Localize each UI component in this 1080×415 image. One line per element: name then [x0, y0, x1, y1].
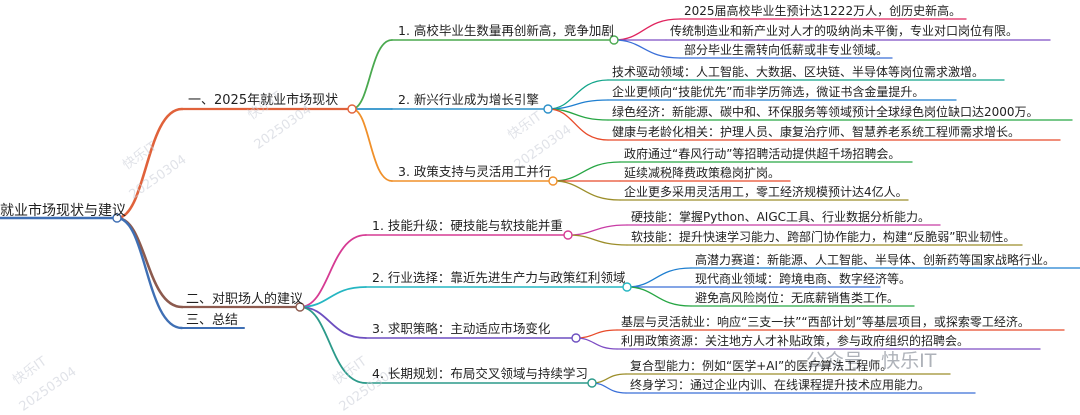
section-connector [115, 107, 184, 220]
section-connector [115, 216, 184, 330]
leaf-node[interactable]: 终身学习：通过企业内训、在线课程提升技术应用能力。 [630, 378, 931, 392]
leaf-connector [567, 234, 628, 246]
branch-connector [299, 306, 367, 339]
leaf-connector [547, 79, 609, 110]
branch-label[interactable]: 2. 行业选择：靠近先进生产力与政策红利领域 [372, 270, 626, 285]
branch-label[interactable]: 4. 长期规划：布局交叉领域与持续学习 [372, 366, 588, 381]
leaf-node[interactable]: 利用政策资源：关注地方人才补贴政策，参与政府组织的招聘会。 [621, 334, 970, 348]
leaf-node[interactable]: 政府通过“春风行动”等招聘活动提供超千场招聘会。 [624, 147, 901, 161]
section-title[interactable]: 一、2025年就业市场现状 [188, 93, 339, 108]
leaf-connector [552, 180, 621, 201]
leaf-node[interactable]: 复合型能力：例如“医学+AI”的医疗算法工程师。 [630, 359, 893, 373]
branch-connector [299, 306, 367, 384]
branch-collapse-handle[interactable] [563, 230, 573, 240]
branch-connector [351, 108, 393, 182]
branch-connector [351, 39, 393, 110]
leaf-connector [613, 39, 681, 59]
branch-connector [299, 286, 367, 308]
branch-collapse-handle[interactable] [548, 176, 558, 186]
leaf-connector [567, 224, 628, 236]
branch-collapse-handle[interactable] [543, 104, 553, 114]
leaf-connector [547, 108, 609, 141]
leaf-connector [575, 329, 618, 339]
mindmap-connectors [0, 18, 1080, 394]
leaf-node[interactable]: 高潜力赛道：新能源、人工智能、半导体、创新药等国家战略行业。 [695, 253, 1056, 267]
branch-collapse-handle[interactable] [587, 378, 597, 388]
leaf-connector [575, 337, 618, 350]
branch-collapse-handle[interactable] [622, 282, 632, 292]
branch-label[interactable]: 3. 求职策略：主动适应市场变化 [372, 321, 551, 336]
branch-connector [299, 234, 367, 308]
branch-label[interactable]: 2. 新兴行业成为增长引擎 [398, 92, 539, 107]
branch-label[interactable]: 3. 政策支持与灵活用工并行 [398, 164, 552, 179]
leaf-node[interactable]: 基层与灵活就业：响应“三支一扶”“西部计划”等基层项目，或探索零工经济。 [621, 315, 1030, 329]
leaf-node[interactable]: 传统制造业和新产业对人才的吸纳尚未平衡，专业对口岗位有限。 [670, 24, 1019, 38]
branch-collapse-handle[interactable] [571, 333, 581, 343]
section-collapse-handle[interactable] [347, 104, 357, 114]
leaf-node[interactable]: 避免高风险岗位：无底薪销售类工作。 [695, 291, 900, 305]
leaf-node[interactable]: 技术驱动领域：人工智能、大数据、区块链、半导体等岗位需求激增。 [612, 65, 985, 79]
root-collapse-handle[interactable] [112, 213, 122, 223]
leaf-node[interactable]: 健康与老龄化相关：护理人员、康复治疗师、智慧养老系统工程师需求增长。 [612, 125, 1021, 139]
leaf-node[interactable]: 延续减税降费政策稳岗扩岗。 [624, 166, 781, 180]
section-title[interactable]: 三、总结 [186, 313, 239, 328]
leaf-node[interactable]: 软技能：提升快速学习能力、跨部门协作能力，构建“反脆弱”职业韧性。 [631, 230, 1016, 244]
leaf-node[interactable]: 部分毕业生需转向低薪或非专业领域。 [684, 43, 889, 57]
branch-label[interactable]: 1. 技能升级：硬技能与软技能并重 [372, 218, 563, 233]
leaf-node[interactable]: 企业更多采用灵活用工，零工经济规模预计达4亿人。 [624, 185, 908, 199]
leaf-connector [626, 286, 692, 307]
leaf-node[interactable]: 绿色经济：新能源、碳中和、环保服务等领域预计全球绿色岗位缺口达2000万。 [612, 105, 1039, 119]
section-title[interactable]: 二、对职场人的建议 [186, 292, 304, 307]
leaf-node[interactable]: 现代商业领域：跨境电商、数字经济等。 [695, 272, 912, 286]
leaf-connector [626, 267, 692, 288]
branch-label[interactable]: 1. 高校毕业生数量再创新高，竞争加剧 [398, 23, 614, 38]
section-connector [115, 216, 184, 309]
brand-watermark: 公众号 · 快乐IT [806, 350, 937, 372]
leaf-node[interactable]: 企业更倾向“技能优先”而非学历筛选，微证书含金量提升。 [612, 85, 925, 99]
leaf-node[interactable]: 硬技能：掌握Python、AIGC工具、行业数据分析能力。 [631, 210, 931, 224]
leaf-connector [552, 161, 621, 182]
leaf-connector [591, 382, 627, 394]
leaf-connector [591, 373, 627, 384]
section-collapse-handle[interactable] [295, 302, 305, 312]
leaf-node[interactable]: 2025届高校毕业生预计达1222万人，创历史新高。 [684, 4, 962, 18]
root-node[interactable]: 就业市场现状与建议 [0, 203, 126, 219]
branch-collapse-handle[interactable] [609, 35, 619, 45]
